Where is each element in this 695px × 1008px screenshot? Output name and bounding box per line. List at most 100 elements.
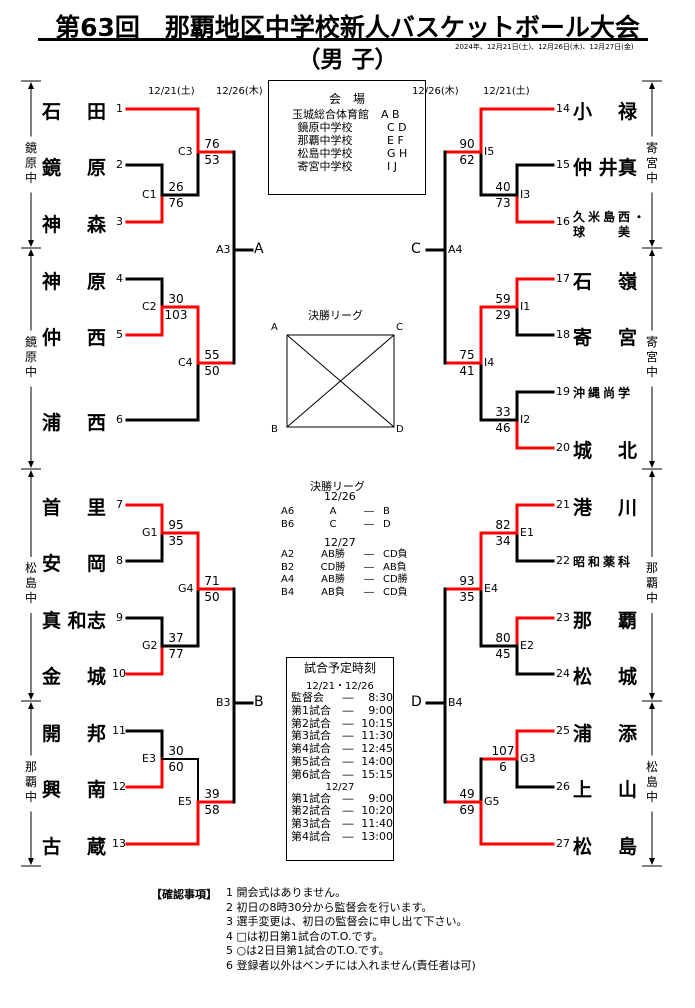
bracket-line-team-14 — [479, 107, 555, 154]
schedule-time: 13:00 — [361, 829, 393, 843]
league-home: C — [329, 518, 337, 530]
bracket-line-team-24 — [515, 644, 555, 676]
seed-number: 11 — [112, 724, 126, 737]
league-court: B6 — [281, 518, 295, 530]
team-name-first: 浦 — [42, 412, 62, 434]
venue-group-label: 那覇中 — [24, 759, 37, 804]
score-bottom: 50 — [204, 364, 220, 378]
score-top: 26 — [168, 180, 184, 194]
venue-group-label: 那覇中 — [645, 561, 658, 605]
venue-name: 玉城総合体育館 — [292, 108, 369, 121]
note-item: 4 □は初日第1試合のT.O.です。 — [226, 929, 384, 943]
score-top: 71 — [204, 574, 220, 588]
score-bottom: 50 — [204, 590, 220, 604]
team-name-first: 神 — [42, 271, 62, 293]
score-top: 80 — [495, 631, 511, 645]
seed-number: 2 — [116, 158, 123, 171]
bracket-line-team-19 — [515, 390, 555, 422]
match-code: B3 — [216, 696, 231, 709]
match-code: E1 — [520, 526, 534, 539]
seed-number: 18 — [556, 328, 570, 341]
schedule-row: 第3試合―11:40 — [287, 817, 393, 831]
venue-courts: I J — [387, 160, 397, 173]
date-header-right-r2: 12/26(木) — [412, 86, 459, 97]
schedule-label: 第4試合 — [291, 829, 331, 843]
match-code: G4 — [178, 582, 194, 595]
team-name-last: 蔵 — [87, 836, 107, 858]
score-top: 55 — [204, 348, 220, 362]
league-court: B4 — [281, 586, 295, 598]
team-name-last: 田 — [87, 101, 107, 123]
league-day1: 12/26 — [324, 490, 356, 503]
notes-heading: 【確認事項】 — [151, 888, 217, 901]
date-header-left-r2: 12/26(木) — [216, 86, 263, 97]
schedule-sep: ― — [342, 767, 354, 781]
page-subtitle: （男 子） — [297, 47, 398, 73]
team-name-last: 球 美 — [573, 225, 634, 239]
schedule-time: 9:00 — [368, 703, 393, 717]
seed-number: 9 — [116, 611, 123, 624]
team-name-first: 石 — [573, 271, 593, 293]
league-away: CD勝 — [383, 574, 408, 585]
score-top: 82 — [495, 518, 511, 532]
schedule-row: 第4試合―12:45 — [287, 742, 393, 756]
schedule-label: 第2試合 — [291, 716, 331, 730]
team-name-last: 南 — [87, 779, 107, 801]
team-name-last: 里 — [87, 497, 107, 519]
match-code: A4 — [448, 243, 463, 256]
league-away: CD負 — [383, 586, 408, 598]
team-name-first: 寄 — [573, 327, 593, 349]
schedule-row: 第4試合―13:00 — [287, 829, 393, 844]
tournament-dates: 2024年、12月21日(土)、12月26日(木)、12月27日(金) — [455, 43, 634, 51]
final-league-diagram-title: 決勝リーグ — [308, 309, 363, 322]
team-name-first: 安 — [42, 553, 62, 575]
schedule-sep: ― — [342, 716, 354, 730]
score-bottom: 77 — [168, 647, 184, 661]
schedule-row: 第1試合―9:00 — [287, 703, 393, 718]
match-code: G5 — [484, 795, 500, 808]
team-name-first: 首 — [42, 497, 62, 519]
venue-group-label: 寄宮中 — [645, 334, 658, 379]
group-winner-slot: A — [254, 241, 264, 257]
bracket-line-team-5 — [125, 305, 164, 337]
team-name-last: 真 — [618, 157, 638, 179]
league-sep: ― — [364, 586, 374, 598]
seed-number: 22 — [556, 554, 570, 567]
seed-number: 3 — [116, 215, 123, 228]
league-corner-a: A — [271, 322, 278, 333]
arrow-down-icon — [28, 693, 34, 700]
league-sep: ― — [364, 574, 374, 585]
league-diagonal — [286, 334, 395, 428]
bracket-line-team-8 — [125, 531, 164, 563]
score-top: 30 — [168, 292, 184, 306]
team-name-last: 宮 — [618, 327, 638, 349]
bracket-line-team-1 — [125, 107, 200, 154]
team-name-last: 原 — [87, 157, 107, 179]
league-court: A6 — [281, 506, 295, 517]
team-name-first: 神 — [42, 214, 62, 236]
team-name-first: 興 — [42, 779, 62, 801]
arrow-up-icon — [28, 249, 34, 256]
league-home: AB負 — [321, 586, 345, 598]
bracket-line-team-18 — [515, 305, 555, 337]
league-corner-b: B — [271, 424, 278, 435]
schedule-sep: ― — [342, 703, 354, 717]
bracket-line-i1-winner — [479, 305, 519, 365]
schedule-time: 14:00 — [361, 754, 393, 768]
venue-group-label: 寄宮中 — [645, 140, 658, 185]
league-home: CD勝 — [320, 561, 346, 573]
venue-group-label: 松島中 — [24, 561, 37, 605]
league-game-row: B4 AB負 ― CD負 — [281, 587, 423, 600]
team-name-first: 開 — [42, 723, 62, 745]
score-bottom: 53 — [204, 153, 220, 167]
schedule-sep: ― — [342, 729, 354, 743]
league-box — [286, 334, 395, 428]
schedule-sep: ― — [342, 791, 354, 805]
note-item: 1 開会式はありません。 — [226, 886, 347, 899]
bracket-line-e3-winner — [161, 758, 199, 803]
match-code: C4 — [178, 356, 193, 369]
match-code: E5 — [178, 795, 192, 808]
